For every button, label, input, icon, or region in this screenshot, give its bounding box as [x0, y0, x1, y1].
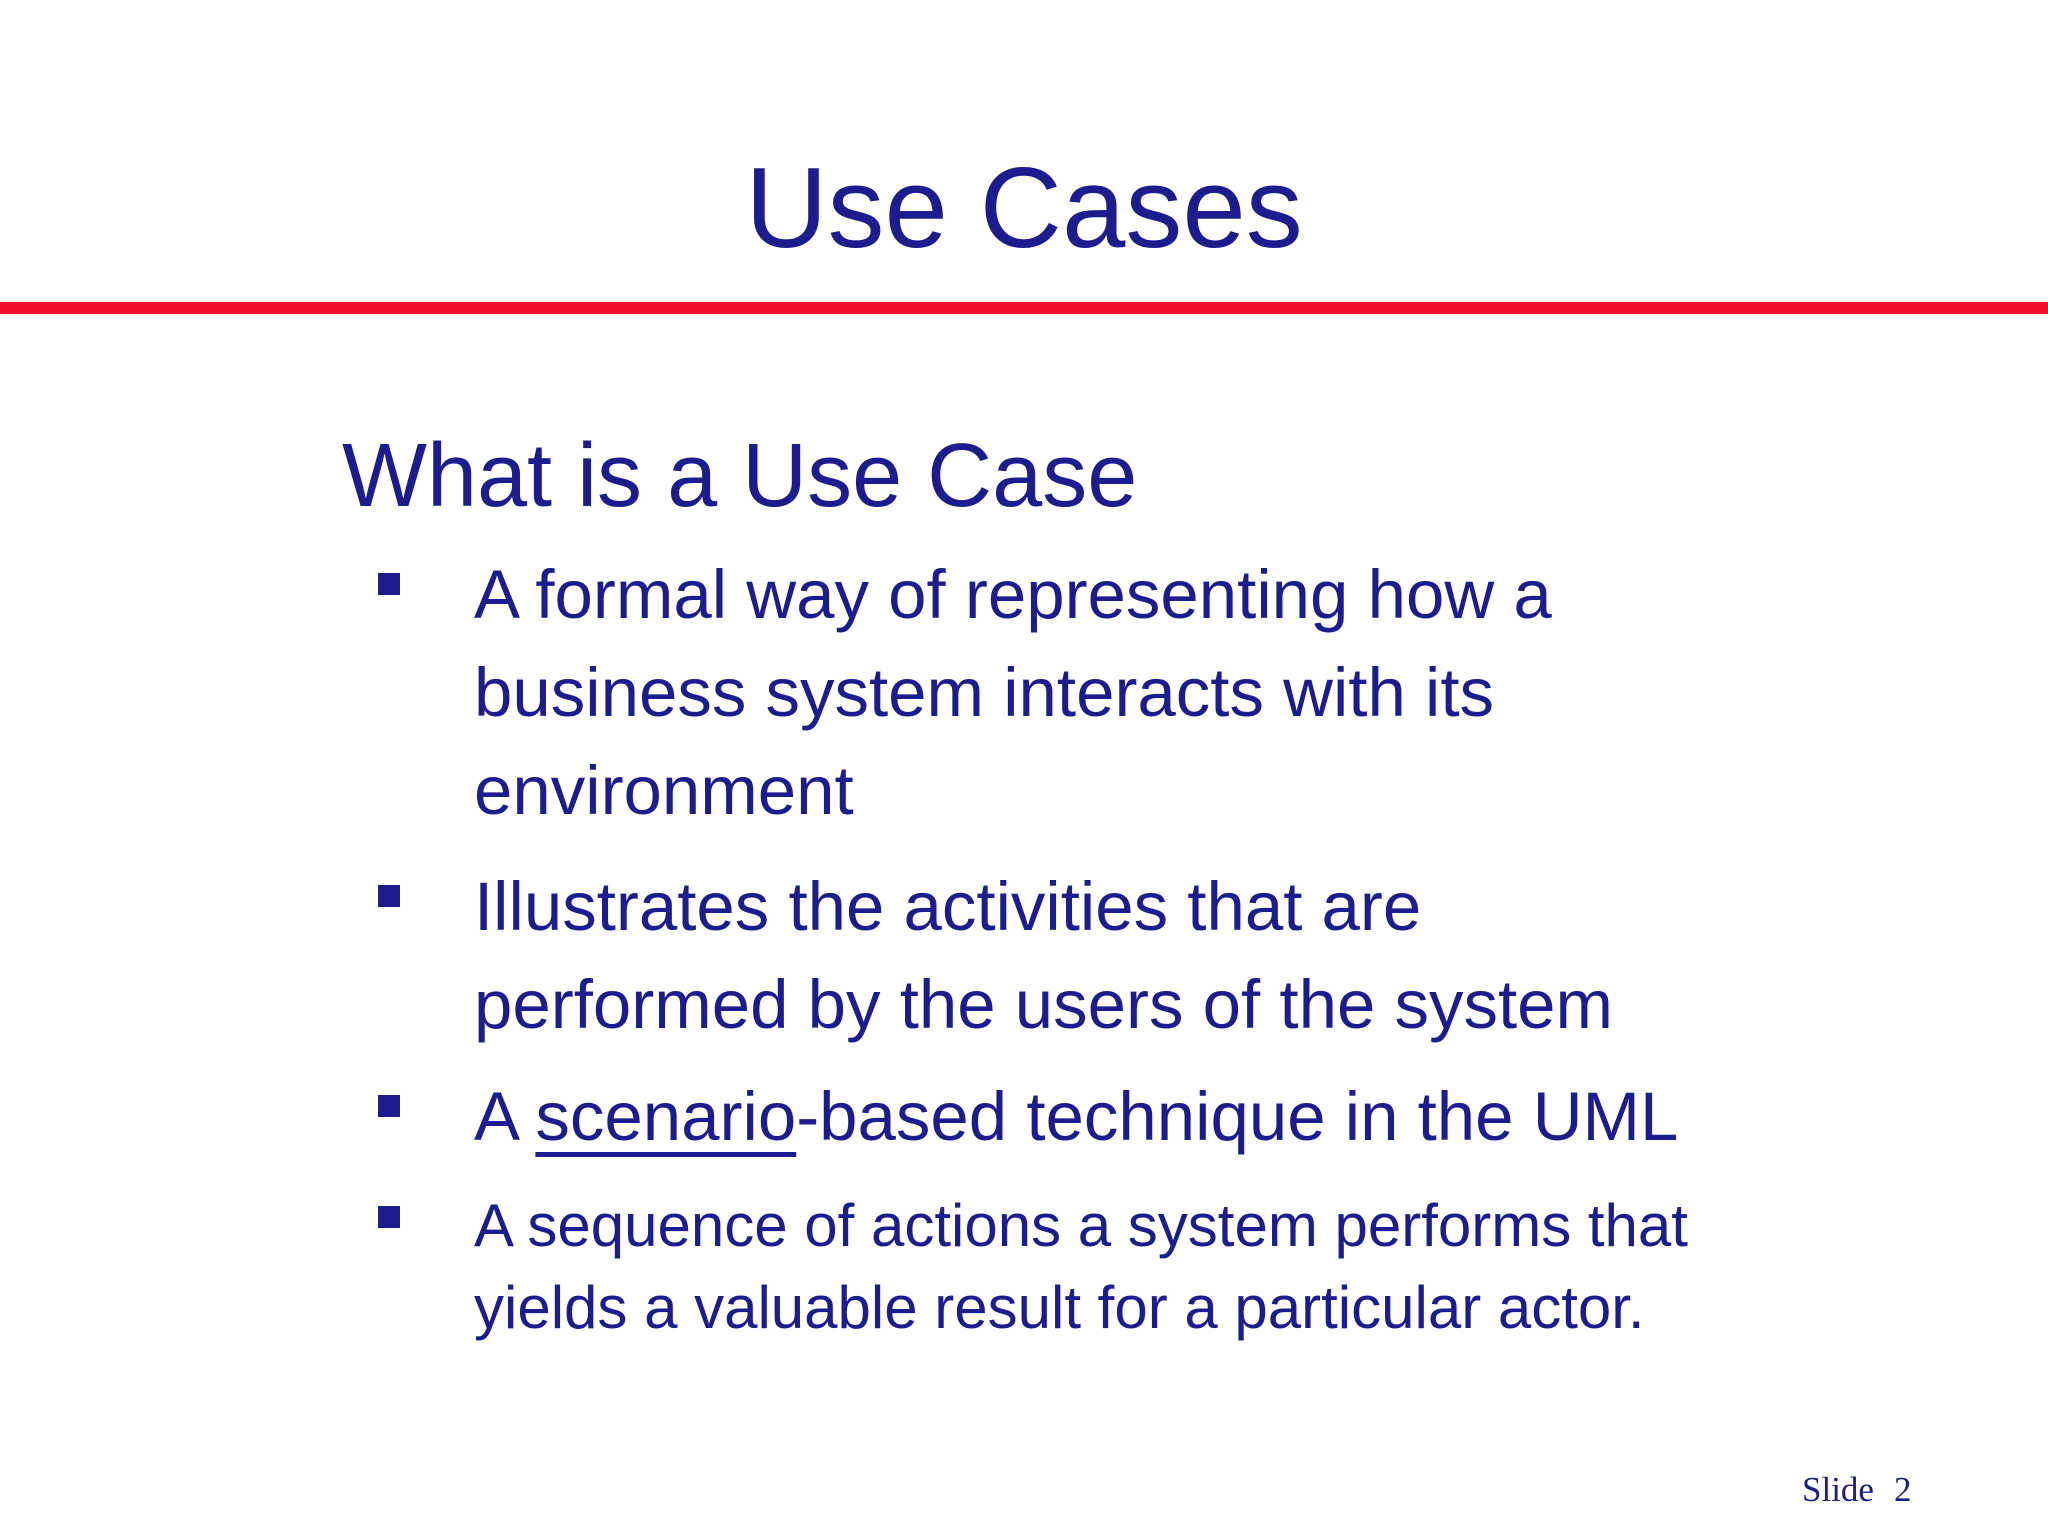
bullet-text-segment: A	[474, 1078, 536, 1155]
square-bullet-icon	[378, 573, 400, 595]
square-bullet-icon	[378, 1095, 400, 1117]
slide-number-footer: Slide 2	[1802, 1472, 1911, 1507]
underlined-term: scenario	[535, 1078, 797, 1155]
bullet-text: A scenario-based technique in the UML	[474, 1068, 1678, 1166]
slide-number-label: Slide	[1802, 1470, 1874, 1509]
slide-title: Use Cases	[745, 145, 1303, 272]
bullet-text-line: A formal way of representing how a	[474, 556, 1552, 633]
section-heading: What is a Use Case	[342, 426, 1138, 526]
bullet-item: A formal way of representing how a busin…	[378, 546, 1552, 840]
bullet-item: A sequence of actions a system performs …	[378, 1185, 1688, 1349]
bullet-text: A sequence of actions a system performs …	[474, 1185, 1688, 1349]
bullet-text-line: A sequence of actions a system performs …	[474, 1192, 1688, 1259]
bullet-text: Illustrates the activities that are perf…	[474, 858, 1613, 1054]
bullet-text: A formal way of representing how a busin…	[474, 546, 1552, 840]
bullet-text-line: performed by the users of the system	[474, 966, 1614, 1043]
title-divider-rule	[0, 302, 2048, 314]
bullet-text-line: business system interacts with its	[474, 654, 1495, 731]
square-bullet-icon	[378, 1206, 400, 1228]
bullet-text-line: environment	[474, 752, 854, 829]
bullet-text-line: Illustrates the activities that are	[474, 868, 1422, 945]
bullet-text-line: A scenario-based technique in the UML	[474, 1068, 1678, 1166]
slide-number-value: 2	[1893, 1470, 1912, 1509]
bullet-item: Illustrates the activities that are perf…	[378, 858, 1613, 1054]
bullet-text-segment: -based technique in the UML	[796, 1078, 1679, 1155]
bullet-text-line: yields a valuable result for a particula…	[474, 1274, 1645, 1341]
square-bullet-icon	[378, 885, 400, 907]
bullet-item: A scenario-based technique in the UML	[378, 1068, 1678, 1166]
